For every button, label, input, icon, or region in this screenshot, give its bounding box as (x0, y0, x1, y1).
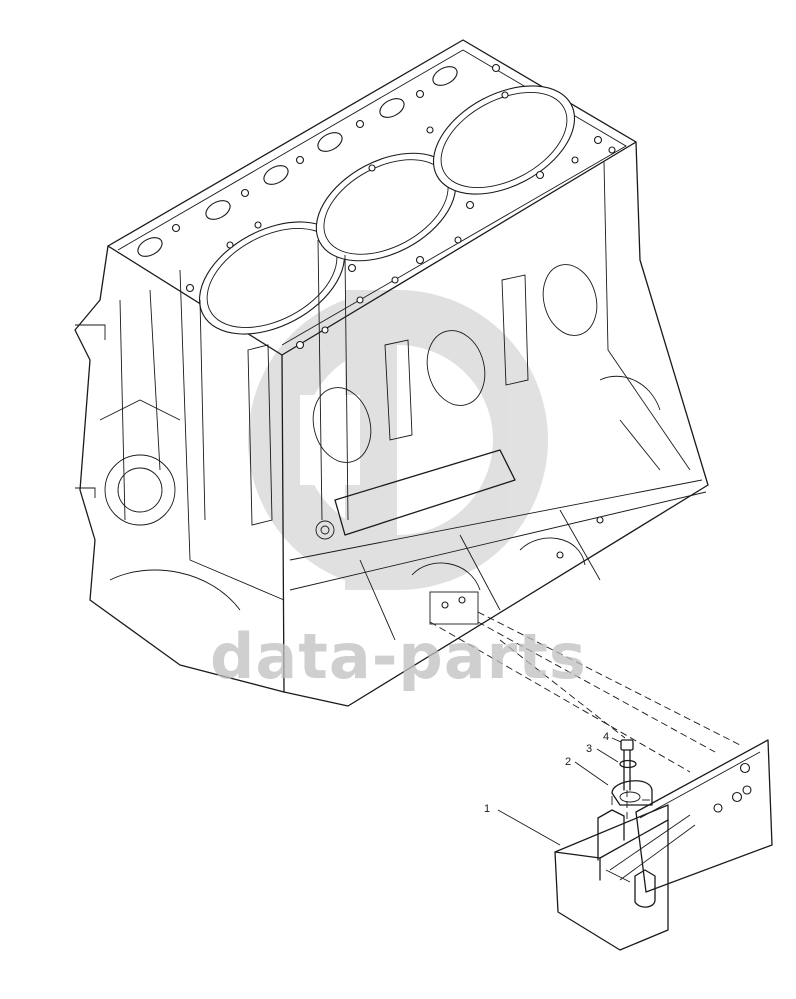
callout-4: 4 (603, 731, 609, 743)
block-right-side (283, 141, 709, 707)
deck-holes (137, 63, 616, 350)
part-2-clip (611, 780, 653, 806)
watermark-text: data-parts (210, 620, 587, 693)
callout-leaders (497, 737, 622, 846)
side-cover-plate (334, 449, 516, 536)
part-1-plate (554, 804, 669, 951)
engine-block (74, 39, 709, 707)
mounting-bracket (609, 739, 773, 893)
callout-2: 2 (565, 756, 571, 768)
cylinder-bores (198, 85, 576, 521)
callout-3: 3 (586, 743, 592, 755)
crankcase-webs (359, 375, 661, 641)
callout-1: 1 (484, 803, 490, 815)
watermark-logo (248, 290, 548, 590)
assembly-guide-lines (429, 611, 741, 773)
block-front-face (74, 245, 285, 693)
part-3-washer (619, 759, 637, 769)
part-4-bolt (620, 739, 634, 820)
block-side-openings (247, 264, 598, 540)
